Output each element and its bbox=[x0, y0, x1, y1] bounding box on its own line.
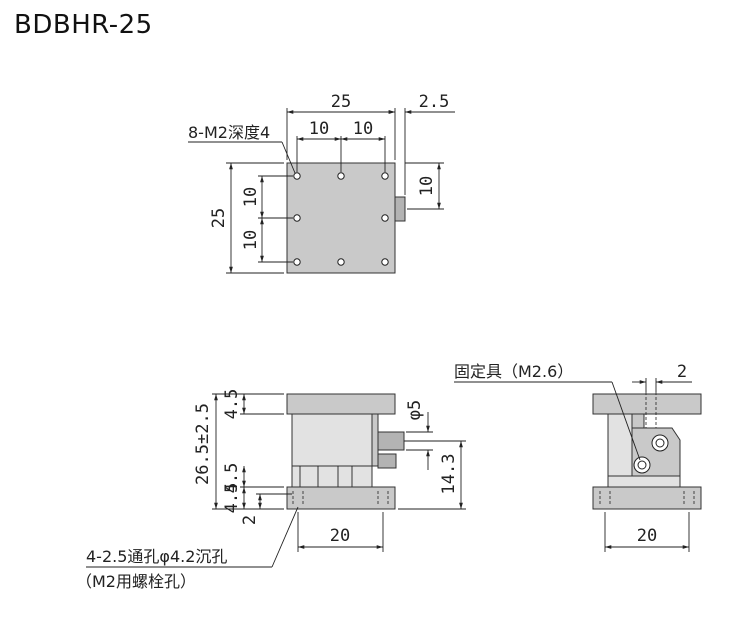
top-view: 25 2.5 10 10 8-M2深度4 25 10 10 10 bbox=[188, 92, 455, 274]
top-dim-offset: 2.5 bbox=[419, 92, 450, 112]
side-dim-width: 20 bbox=[637, 526, 657, 546]
top-dim-knob: 10 bbox=[417, 176, 437, 196]
top-view-body bbox=[286, 162, 396, 274]
front-dim-knob-height: 14.3 bbox=[439, 454, 459, 495]
front-base bbox=[286, 486, 396, 510]
side-top-plate bbox=[592, 393, 702, 415]
top-dim-pitch-1: 10 bbox=[309, 119, 329, 139]
front-dim-knob-dia: φ5 bbox=[405, 400, 425, 420]
front-knob bbox=[377, 431, 405, 451]
front-dim-width: 20 bbox=[330, 526, 350, 546]
top-dim-width: 25 bbox=[331, 92, 351, 112]
top-dim-pitch-2: 10 bbox=[353, 119, 373, 139]
top-dim-height: 25 bbox=[209, 208, 229, 228]
front-top-plate bbox=[286, 393, 396, 415]
front-dim-top: 4.5 bbox=[222, 389, 242, 420]
top-tap-note: 8-M2深度4 bbox=[188, 123, 270, 142]
top-dim-v-pitch-2: 10 bbox=[241, 230, 261, 250]
side-base bbox=[592, 486, 702, 510]
front-hole-note-bolt: （M2用螺栓孔） bbox=[76, 572, 196, 591]
top-view-tap-holes bbox=[293, 172, 389, 266]
page-title: BDBHR-25 bbox=[14, 10, 153, 40]
side-dim-fix: 2 bbox=[677, 362, 687, 382]
front-dim-total: 26.5±2.5 bbox=[193, 403, 213, 485]
front-hole-note: 4-2.5通孔φ4.2沉孔 bbox=[86, 547, 227, 566]
front-dim-mid: 4.5 bbox=[222, 463, 242, 494]
front-middle-block bbox=[291, 413, 373, 467]
side-column bbox=[607, 413, 633, 477]
front-dim-base: 4.5 bbox=[222, 483, 242, 514]
front-dim-bottom: 2 bbox=[240, 515, 260, 525]
front-view: 26.5±2.5 4.5 4.5 4.5 2 φ5 14.3 20 4-2.5通… bbox=[76, 389, 466, 591]
side-fix-note: 固定具（M2.6） bbox=[454, 362, 573, 381]
top-dim-v-pitch-1: 10 bbox=[241, 187, 261, 207]
side-view: 固定具（M2.6） 2 20 bbox=[454, 362, 702, 552]
top-view-knob bbox=[394, 196, 406, 222]
